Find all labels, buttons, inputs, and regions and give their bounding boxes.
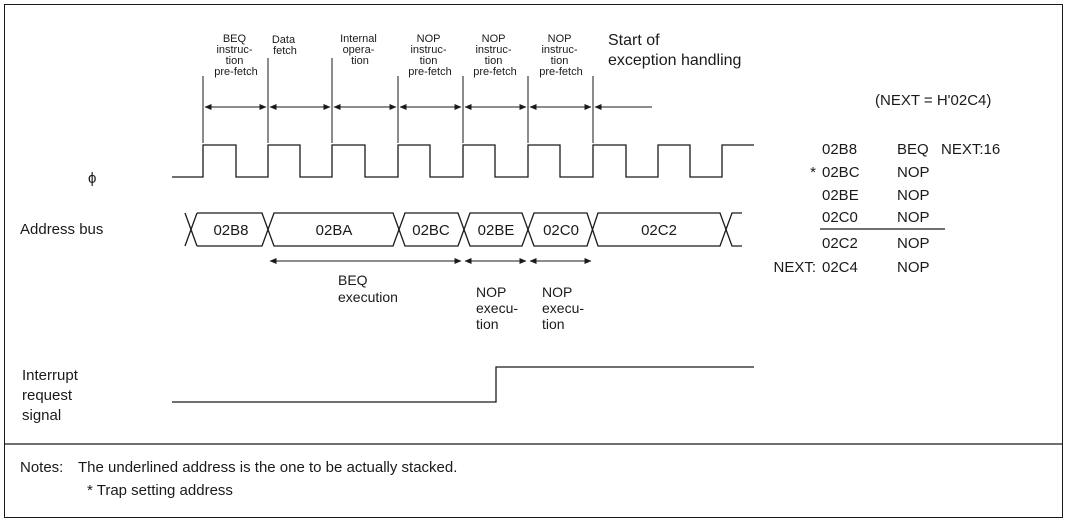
notes-line-1: The underlined address is the one to be …	[78, 459, 457, 476]
program-addr: 02C2	[822, 235, 858, 252]
program-row: 02C0 NOP	[820, 209, 945, 230]
program-row: 02B8 BEQ NEXT:16	[822, 141, 1000, 158]
program-operand: NEXT:16	[941, 141, 1000, 158]
program-instr: NOP	[897, 209, 930, 226]
program-listing: 02B8 BEQ NEXT:16 * 02BC NOP 02BE NOP 02C…	[773, 141, 1000, 276]
program-instr: NOP	[897, 187, 930, 204]
bus-value-02c0: 02C0	[543, 222, 579, 239]
exception-start-label: Start of exception handling	[608, 32, 741, 69]
program-row: NEXT: 02C4 NOP	[773, 259, 929, 276]
address-bus-waveform	[184, 212, 742, 247]
program-instr: NOP	[897, 164, 930, 181]
program-addr: 02C0	[822, 209, 858, 226]
phase-label-nop-prefetch-1: NOP instruc- tion pre-fetch	[408, 33, 451, 78]
program-addr: 02C4	[822, 259, 858, 276]
address-bus-values: 02B8 02BA 02BC 02BE 02C0 02C2	[213, 222, 676, 239]
phase-labels: BEQ instruc- tion pre-fetch Data fetch I…	[214, 32, 741, 78]
clock-waveform	[172, 144, 754, 178]
next-label: NEXT:	[773, 259, 816, 276]
interrupt-waveform	[172, 366, 754, 403]
bus-value-02c2: 02C2	[641, 222, 677, 239]
interrupt-signal-label: Interrupt request signal	[22, 367, 82, 424]
execution-label-nop-2: NOP execu- tion	[542, 284, 588, 332]
next-address-note: (NEXT = H'02C4)	[875, 92, 991, 109]
bus-value-02bc: 02BC	[412, 222, 450, 239]
figure-frame	[4, 4, 1063, 518]
phase-boundaries	[202, 58, 594, 143]
program-row: * 02BC NOP	[810, 164, 929, 181]
program-addr: 02BC	[822, 164, 860, 181]
execution-label-nop-1: NOP execu- tion	[476, 284, 522, 332]
program-instr: NOP	[897, 235, 930, 252]
program-addr: 02B8	[822, 141, 857, 158]
trap-marker: *	[810, 164, 816, 181]
notes-line-2: * Trap setting address	[87, 482, 233, 499]
phase-label-beq-prefetch: BEQ instruc- tion pre-fetch	[214, 33, 257, 78]
program-addr: 02BE	[822, 187, 859, 204]
program-instr: NOP	[897, 259, 930, 276]
bus-value-02be: 02BE	[478, 222, 515, 239]
execution-labels: BEQ execution NOP execu- tion NOP execu-…	[338, 272, 588, 332]
program-row: 02BE NOP	[822, 187, 930, 204]
address-bus-label: Address bus	[20, 221, 103, 238]
phase-label-internal-operation: Internal opera- tion	[340, 33, 380, 67]
phase-label-data-fetch: Data fetch	[272, 34, 298, 57]
phase-label-nop-prefetch-2: NOP instruc- tion pre-fetch	[473, 33, 516, 78]
phase-label-nop-prefetch-3: NOP instruc- tion pre-fetch	[539, 33, 582, 78]
program-row: 02C2 NOP	[822, 235, 930, 252]
bus-value-02b8: 02B8	[213, 222, 248, 239]
program-instr: BEQ	[897, 141, 929, 158]
clock-label: ϕ	[88, 170, 96, 187]
execution-label-beq: BEQ execution	[338, 272, 398, 305]
notes-label: Notes:	[20, 459, 63, 476]
bus-value-02ba: 02BA	[316, 222, 353, 239]
